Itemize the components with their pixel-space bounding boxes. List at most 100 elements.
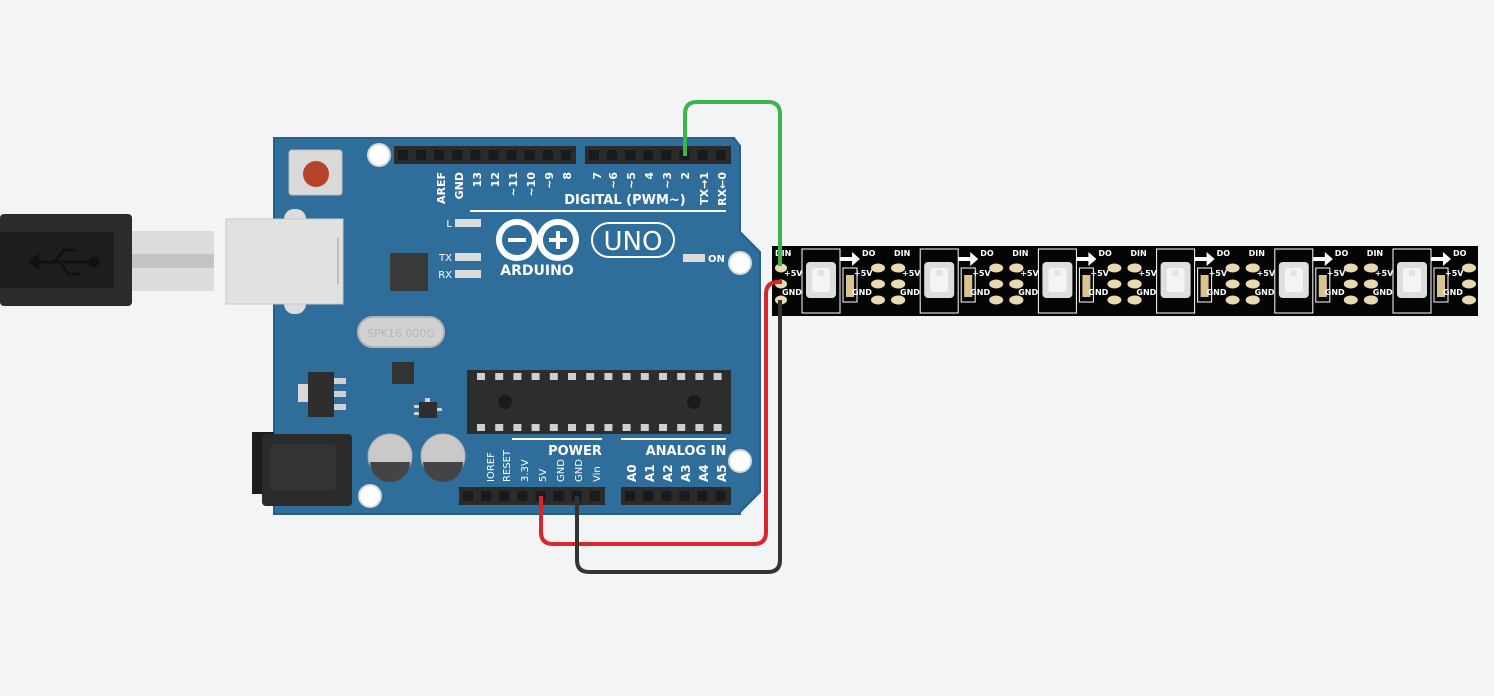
header-socket[interactable] bbox=[715, 150, 726, 160]
chip-pin bbox=[568, 373, 576, 380]
power-header[interactable] bbox=[459, 487, 605, 505]
solder-pad bbox=[1107, 295, 1122, 305]
chip-pin bbox=[640, 373, 649, 380]
analog-pin-label: A4 bbox=[697, 464, 711, 482]
header-socket[interactable] bbox=[452, 150, 463, 160]
analog-pin-label: A0 bbox=[625, 464, 639, 482]
capacitor-outline bbox=[842, 267, 858, 303]
chip-pin bbox=[513, 373, 522, 380]
header-socket[interactable] bbox=[643, 491, 654, 501]
crystal-oscillator: SPK16.000G bbox=[357, 316, 445, 348]
header-socket[interactable] bbox=[697, 491, 708, 501]
power-wire[interactable] bbox=[539, 280, 782, 546]
chip-pin bbox=[568, 424, 576, 431]
signal-wire[interactable] bbox=[683, 100, 782, 266]
header-socket[interactable] bbox=[679, 491, 690, 501]
analog-header[interactable] bbox=[621, 487, 731, 505]
crystal-label: SPK16.000G bbox=[367, 327, 435, 340]
header-socket[interactable] bbox=[589, 150, 599, 160]
arduino-uno-board[interactable]: SPK16.000G bbox=[225, 137, 761, 515]
rgb-led-die bbox=[1290, 270, 1297, 276]
chip-pin bbox=[477, 373, 485, 380]
reset-button[interactable] bbox=[288, 149, 343, 196]
header-socket[interactable] bbox=[589, 491, 600, 501]
header-socket[interactable] bbox=[625, 491, 635, 501]
header-socket[interactable] bbox=[607, 150, 618, 160]
header-socket[interactable] bbox=[517, 491, 528, 501]
header-socket[interactable] bbox=[470, 150, 481, 160]
dc-barrel-jack[interactable] bbox=[252, 432, 352, 506]
analog-section-label: ANALOG IN bbox=[646, 444, 727, 459]
digital-pin-label: 12 bbox=[489, 172, 502, 187]
mounting-hole bbox=[367, 143, 391, 167]
header-socket[interactable] bbox=[398, 150, 408, 160]
gnd-label: GND bbox=[1325, 288, 1345, 297]
brand-label: ARDUINO bbox=[500, 263, 574, 279]
solder-pad bbox=[1462, 263, 1476, 273]
chip-pin bbox=[513, 424, 522, 431]
usb-jack[interactable] bbox=[225, 218, 344, 305]
header-socket[interactable] bbox=[643, 150, 654, 160]
do-label: DO bbox=[1335, 249, 1349, 258]
gnd-label: GND bbox=[1207, 288, 1227, 297]
capacitor-outline bbox=[960, 267, 976, 303]
header-socket[interactable] bbox=[416, 150, 427, 160]
ground-wire[interactable] bbox=[575, 300, 782, 574]
header-socket[interactable] bbox=[499, 491, 510, 501]
arrow-right-icon bbox=[1194, 252, 1215, 266]
digital-pin-label: ~6 bbox=[607, 172, 620, 189]
header-socket[interactable] bbox=[542, 150, 553, 160]
header-socket[interactable] bbox=[661, 150, 672, 160]
vcc-label: +5V bbox=[784, 269, 803, 278]
led-strip-pcb bbox=[772, 246, 1478, 316]
do-label: DO bbox=[1217, 249, 1231, 258]
do-label: DO bbox=[862, 249, 876, 258]
header-socket[interactable] bbox=[625, 150, 636, 160]
solder-pad bbox=[871, 295, 885, 305]
header-socket[interactable] bbox=[560, 150, 571, 160]
rgb-led-lens bbox=[1166, 268, 1185, 292]
model-label: UNO bbox=[604, 227, 663, 257]
led-outline bbox=[919, 248, 959, 314]
header-socket[interactable] bbox=[506, 150, 517, 160]
led-outline bbox=[1274, 248, 1314, 314]
header-socket[interactable] bbox=[463, 491, 473, 501]
vcc-label: +5V bbox=[1020, 269, 1039, 278]
header-socket[interactable] bbox=[661, 491, 672, 501]
reset-button-cap[interactable] bbox=[303, 161, 329, 187]
led-on-label: ON bbox=[708, 254, 725, 265]
usb-cable[interactable] bbox=[0, 214, 214, 306]
header-socket[interactable] bbox=[481, 491, 492, 501]
header-socket[interactable] bbox=[697, 150, 708, 160]
chip-pin bbox=[549, 373, 558, 380]
arrow-right-icon bbox=[1076, 252, 1097, 266]
uno-badge bbox=[591, 222, 675, 258]
solder-pad bbox=[1225, 263, 1240, 273]
digital-section-label: DIGITAL (PWM~) bbox=[564, 193, 685, 208]
solder-pad bbox=[1366, 263, 1378, 273]
solder-pad bbox=[1366, 279, 1378, 289]
header-socket[interactable] bbox=[434, 150, 445, 160]
led-strip[interactable]: DIN+5VGNDDO+5VGNDDIN+5VGNDDO+5VGNDDIN+5V… bbox=[772, 246, 1478, 316]
microcontroller-chip bbox=[467, 370, 731, 434]
rgb-led-lens bbox=[930, 268, 949, 292]
gnd-label: GND bbox=[1255, 288, 1275, 297]
digital-header-right[interactable] bbox=[585, 146, 731, 164]
solder-pad bbox=[989, 279, 1004, 289]
din-label: DIN bbox=[1367, 249, 1383, 258]
solder-pad bbox=[1366, 295, 1378, 305]
vcc-label: +5V bbox=[854, 269, 873, 278]
header-socket[interactable] bbox=[488, 150, 499, 160]
din-label: DIN bbox=[775, 249, 791, 258]
header-socket[interactable] bbox=[524, 150, 535, 160]
gnd-label: GND bbox=[852, 288, 872, 297]
header-socket[interactable] bbox=[553, 491, 564, 501]
chip-pin bbox=[586, 373, 595, 380]
led-outline bbox=[1392, 248, 1432, 314]
header-socket[interactable] bbox=[715, 491, 726, 501]
solder-pad bbox=[1343, 295, 1358, 305]
chip-pin bbox=[640, 424, 649, 431]
chip-pin bbox=[531, 373, 540, 380]
